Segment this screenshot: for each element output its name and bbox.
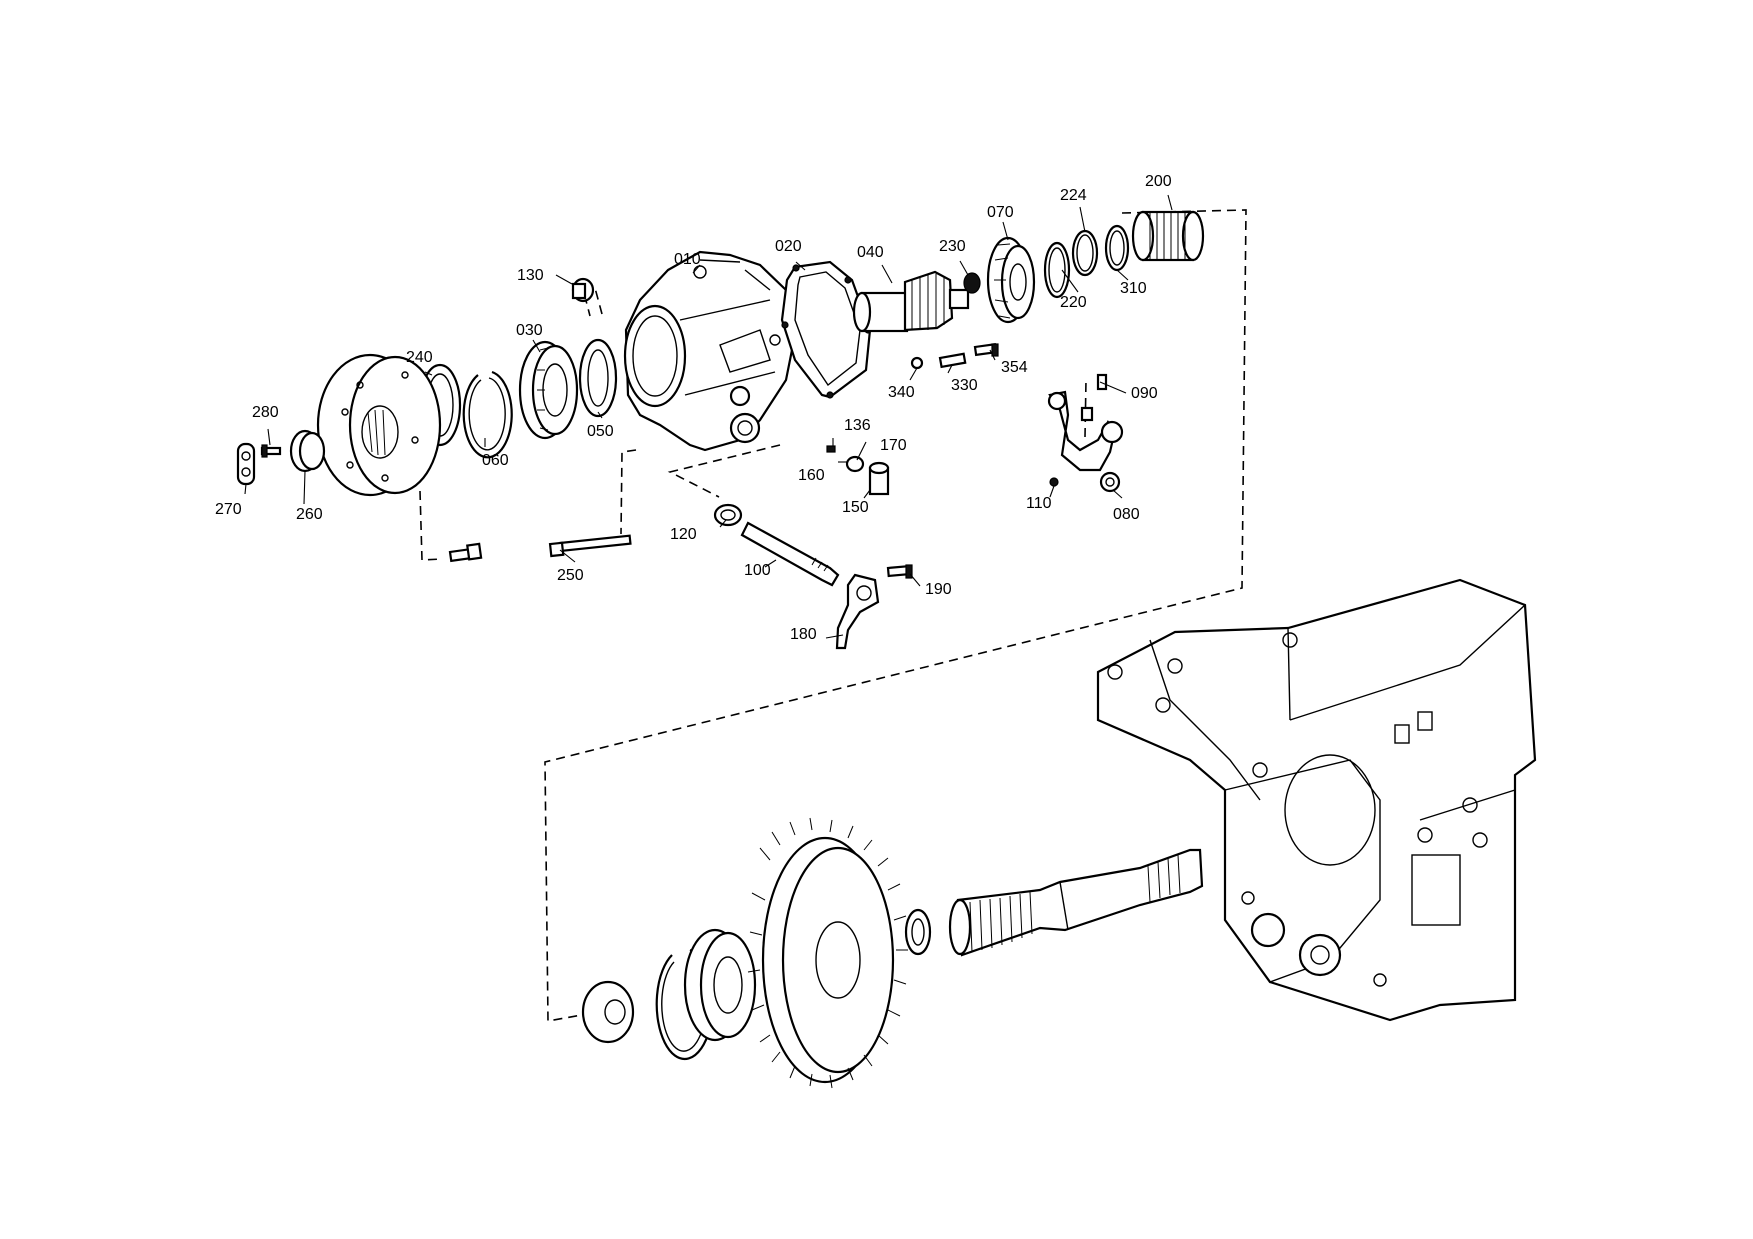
callout-020: 020	[775, 238, 802, 255]
callout-240: 240	[406, 349, 433, 366]
part-090-detent	[1080, 373, 1108, 422]
part-270-lock-plate	[236, 442, 256, 486]
callout-110: 110	[1026, 495, 1052, 512]
callout-220: 220	[1060, 294, 1087, 311]
callout-040: 040	[857, 244, 884, 261]
part-120-washer	[713, 503, 743, 527]
callout-190: 190	[925, 581, 952, 598]
part-110-spring	[1049, 477, 1059, 487]
callout-136: 136	[844, 417, 871, 434]
callout-230: 230	[939, 238, 966, 255]
part-280-screw	[260, 444, 282, 458]
part-060-snap-ring	[462, 370, 513, 459]
lower-output-shaft	[948, 848, 1204, 957]
callout-224: 224	[1060, 187, 1087, 204]
part-250-bolt	[548, 534, 632, 558]
part-260-cap	[289, 429, 326, 473]
part-070-synchro-hub	[986, 236, 1036, 324]
lower-thrust-washer	[581, 980, 635, 1044]
callout-050: 050	[587, 423, 614, 440]
callout-330: 330	[951, 377, 978, 394]
part-flange	[316, 353, 442, 497]
part-330-pin	[938, 352, 967, 369]
callout-010: 010	[674, 251, 701, 268]
callout-200: 200	[1145, 173, 1172, 190]
callout-150: 150	[842, 499, 869, 516]
gearbox-casing	[1096, 578, 1537, 1022]
part-020-gasket	[780, 260, 872, 399]
callout-310: 310	[1120, 280, 1147, 297]
part-080-lever	[1047, 390, 1124, 493]
part-354-screw	[973, 342, 999, 357]
leader-lines	[244, 194, 1173, 639]
callout-170: 170	[880, 437, 907, 454]
part-136-pin	[826, 445, 836, 453]
part-190-screw	[886, 564, 913, 579]
callout-070: 070	[987, 204, 1014, 221]
part-100-shift-rod	[740, 521, 840, 587]
callout-340: 340	[888, 384, 915, 401]
part-180-shift-lever	[835, 573, 880, 650]
part-flange-bolt	[448, 542, 483, 563]
part-224-shim	[1071, 229, 1099, 277]
lower-bearing	[683, 928, 757, 1042]
callout-090: 090	[1131, 385, 1158, 402]
lower-drive-gear	[747, 817, 908, 1089]
part-230-spring	[963, 272, 981, 294]
callout-270: 270	[215, 501, 242, 518]
part-160-seal-ring	[845, 455, 865, 473]
part-030-bearing	[518, 340, 579, 440]
part-010-housing	[623, 250, 794, 452]
callout-180: 180	[790, 626, 817, 643]
callout-354: 354	[1001, 359, 1028, 376]
callout-280: 280	[252, 404, 279, 421]
part-150-plug-screw	[868, 461, 890, 496]
part-050-seal	[578, 338, 618, 418]
part-340-ball	[910, 356, 924, 370]
part-310-ring	[1104, 224, 1130, 272]
callout-120: 120	[670, 526, 697, 543]
callout-250: 250	[557, 567, 584, 584]
callout-130: 130	[517, 267, 544, 284]
callout-160: 160	[798, 467, 825, 484]
part-130-plug	[571, 277, 595, 303]
callout-080: 080	[1113, 506, 1140, 523]
part-040-pinion-shaft	[852, 270, 970, 333]
callout-100: 100	[744, 562, 771, 579]
callout-260: 260	[296, 506, 323, 523]
part-200-gear	[1131, 210, 1205, 262]
lower-spacer-ring	[904, 908, 932, 956]
callout-030: 030	[516, 322, 543, 339]
callout-060: 060	[482, 452, 509, 469]
part-220-snap-ring	[1043, 241, 1071, 299]
